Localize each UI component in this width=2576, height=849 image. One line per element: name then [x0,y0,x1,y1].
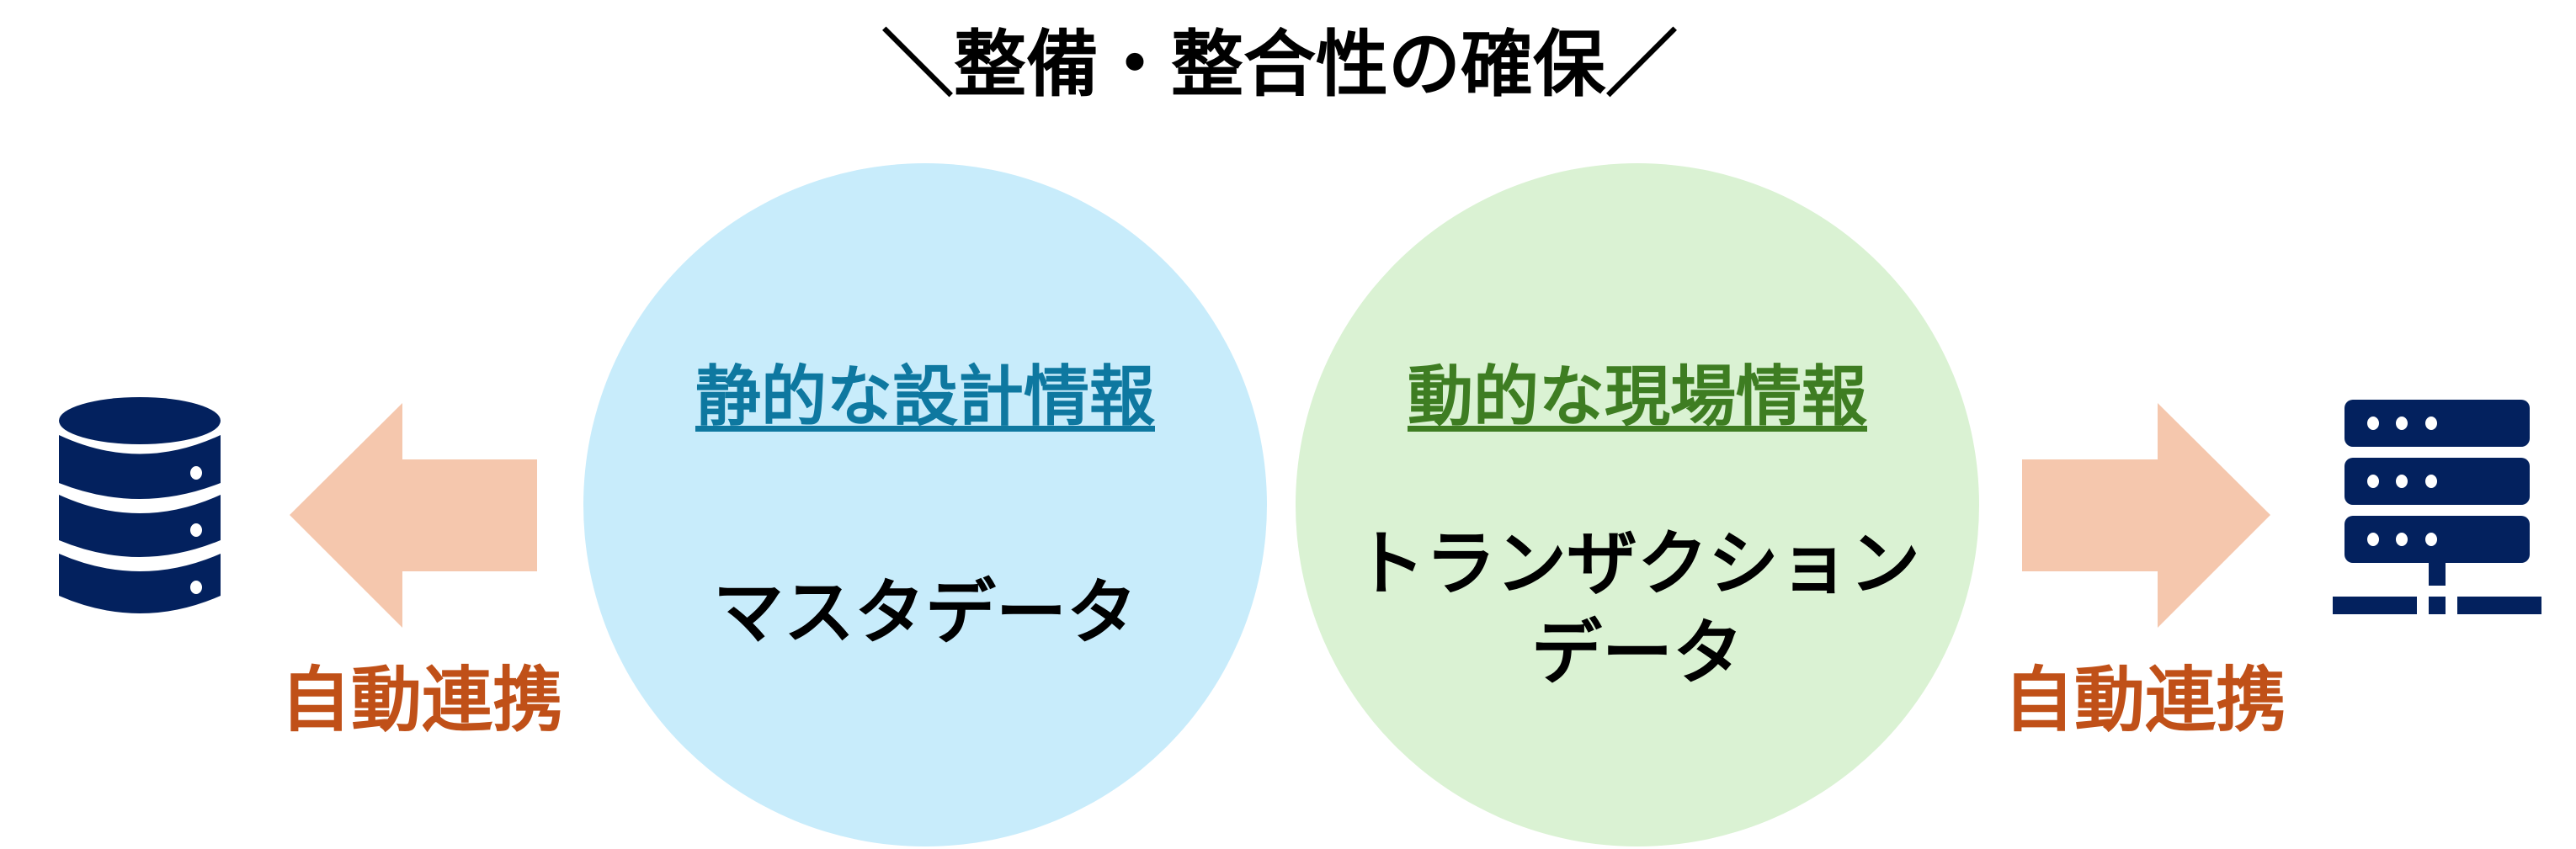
transaction-data-circle [1296,163,1979,846]
right-auto-sync-label: 自動連携 [2004,659,2287,741]
master-data-label: マスタデータ [712,571,1137,654]
left-auto-sync-label: 自動連携 [280,659,564,741]
master-data-circle [583,163,1267,846]
page-title: ＼整備・整合性の確保／ [881,23,1678,107]
dynamic-site-info-heading: 動的な現場情報 [1407,359,1867,435]
database-icon [59,397,221,613]
transaction-data-label-line1: トランザクション [1354,523,1920,605]
static-design-info-heading: 静的な設計情報 [695,359,1155,435]
server-icon [2333,400,2541,614]
right-arrow-icon [2022,403,2270,628]
transaction-data-label-line2: データ [1530,612,1743,694]
